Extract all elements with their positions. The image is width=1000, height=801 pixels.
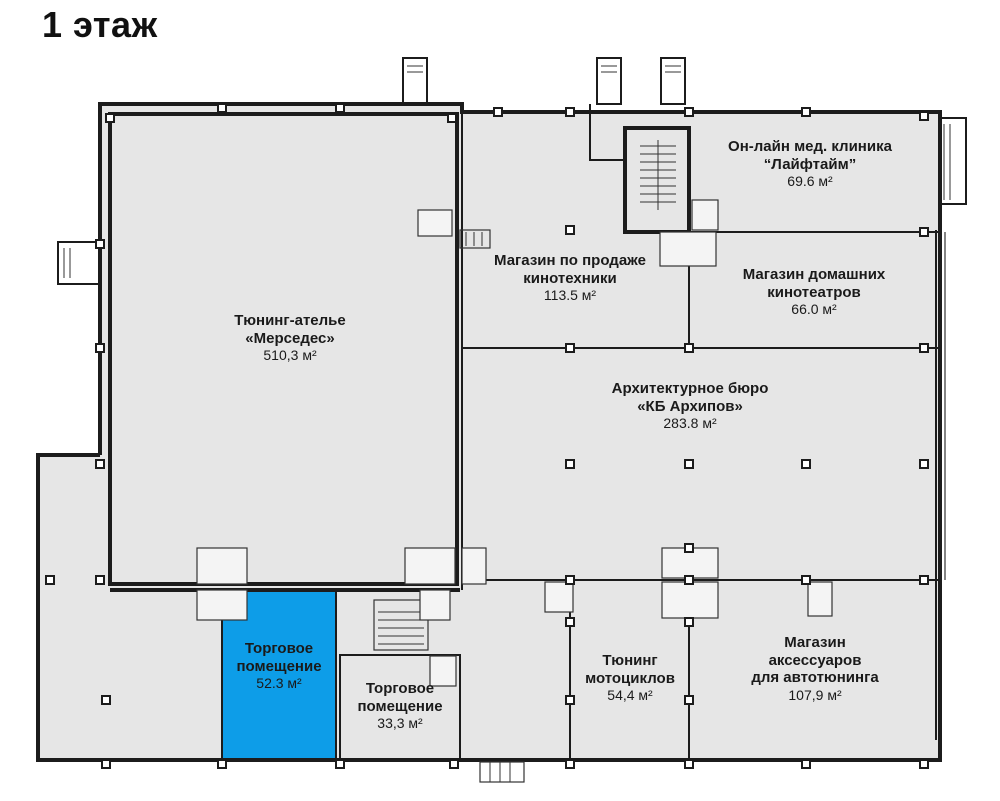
floor-title: 1 этаж (42, 4, 158, 45)
room-cinema-equipment-shop[interactable]: Магазин по продаже кинотехники 113.5 м² (470, 252, 670, 304)
room-name: Архитектурное бюро «КБ Архипов» (611, 380, 769, 415)
room-home-theater-shop[interactable]: Магазин домашних кинотеатров 66.0 м² (704, 266, 924, 318)
room-tuning-atelier[interactable]: Тюнинг-ателье «Мерседес» 510,3 м² (180, 312, 400, 364)
interior-walls (221, 104, 940, 783)
room-area: 33,3 м² (377, 715, 423, 732)
room-tuning-accessories-shop[interactable]: Магазин аксессуаров для автотюнинга 107,… (715, 634, 915, 704)
room-area: 113.5 м² (543, 287, 597, 304)
room-area: 54,4 м² (607, 687, 653, 704)
room-name: Торговое помещение (236, 640, 322, 675)
room-retail-highlighted[interactable]: Торговое помещение 52.3 м² (222, 640, 336, 692)
room-online-clinic[interactable]: Он-лайн мед. клиника “Лайфтайм” 69.6 м² (700, 138, 920, 190)
room-name: Магазин домашних кинотеатров (742, 266, 886, 301)
room-name: Тюнинг мотоциклов (585, 652, 675, 687)
room-area: 107,9 м² (788, 687, 842, 704)
room-name: Тюнинг-ателье «Мерседес» (234, 312, 346, 347)
room-name: Магазин по продаже кинотехники (494, 252, 646, 287)
room-architecture-bureau[interactable]: Архитектурное бюро «КБ Архипов» 283.8 м² (580, 380, 800, 432)
room-motorcycle-tuning[interactable]: Тюнинг мотоциклов 54,4 м² (572, 652, 688, 704)
room-area: 69.6 м² (787, 173, 833, 190)
room-area: 510,3 м² (263, 347, 317, 364)
room-name: Он-лайн мед. клиника “Лайфтайм” (728, 138, 892, 173)
room-name: Магазин аксессуаров для автотюнинга (751, 634, 879, 687)
room-area: 66.0 м² (791, 301, 837, 318)
wc-fixtures (196, 199, 833, 687)
room-name: Торговое помещение (357, 680, 443, 715)
room-area: 52.3 м² (256, 675, 302, 692)
room-area: 283.8 м² (663, 415, 717, 432)
columns (45, 103, 929, 769)
room-retail-small[interactable]: Торговое помещение 33,3 м² (340, 680, 460, 732)
